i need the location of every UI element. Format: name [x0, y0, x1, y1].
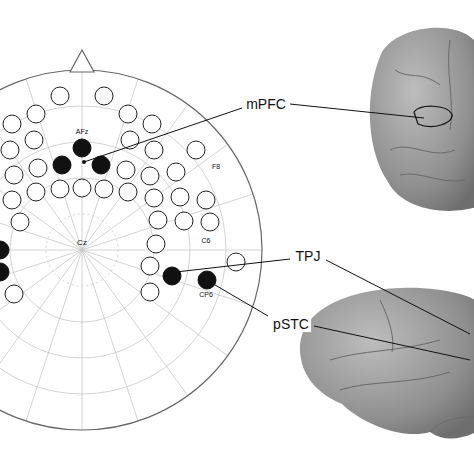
region-label: mPFC [244, 96, 288, 112]
nose-marker [70, 50, 94, 72]
mpfc-region [414, 106, 452, 126]
electrode-label: F8 [212, 163, 220, 170]
brain-frontal [370, 28, 474, 211]
electrode-open [1, 87, 245, 303]
electrode-label: Cz [77, 239, 87, 247]
electrode-label: C6 [202, 237, 211, 244]
head-outline [0, 70, 262, 430]
leader-line [84, 104, 470, 360]
brain-sulci [330, 300, 474, 432]
region-label: TPJ [294, 248, 323, 264]
brain-sulci [390, 40, 465, 181]
electrode-label: AFz [76, 128, 88, 135]
electrode-label: CP6 [199, 291, 213, 298]
electrode-filled [0, 139, 216, 289]
region-label: pSTC [271, 316, 311, 332]
brain-lateral [300, 288, 474, 439]
head-grid [0, 70, 262, 430]
